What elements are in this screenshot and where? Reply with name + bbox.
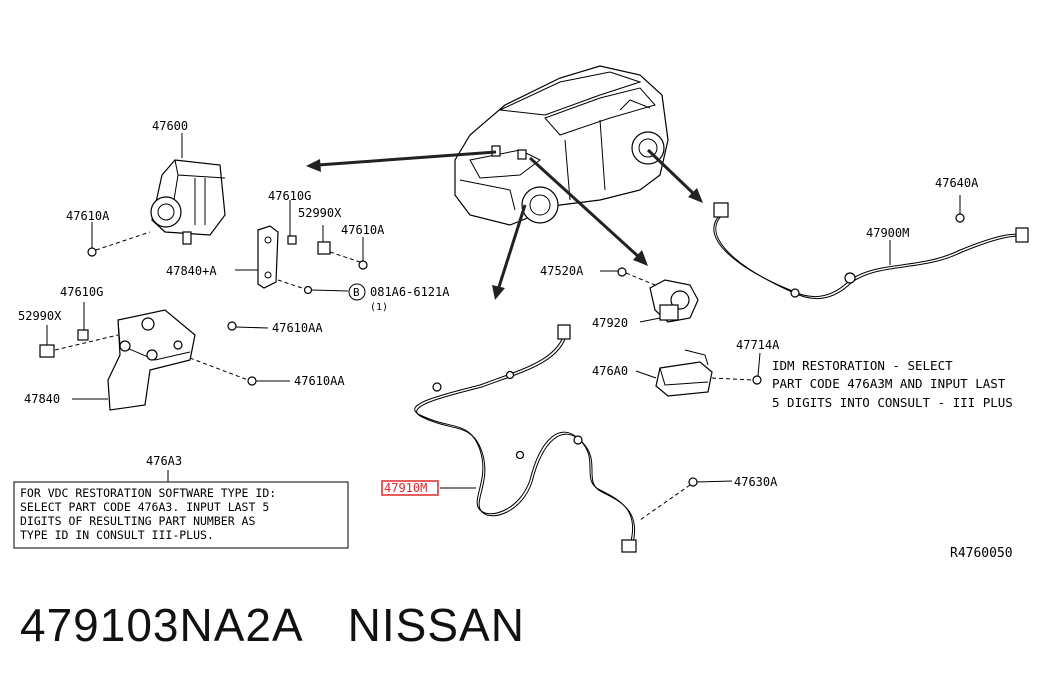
sensor-47920 <box>600 267 699 323</box>
vdc-note-line-3: DIGITS OF RESULTING PART NUMBER AS <box>20 514 255 528</box>
sensor-cable-47900m <box>713 195 1029 300</box>
label-47600: 47600 <box>152 119 188 133</box>
vdc-note-line-2: SELECT PART CODE 476A3. INPUT LAST 5 <box>20 500 269 514</box>
label-47714a: 47714A <box>736 338 780 352</box>
label-476a3: 476A3 <box>146 454 182 468</box>
pointer-arrows <box>306 148 703 300</box>
label-47640a: 47640A <box>935 176 979 190</box>
vdc-note-line-4: TYPE ID IN CONSULT III-PLUS. <box>20 528 214 542</box>
idm-note-line-2: PART CODE 476A3M AND INPUT LAST <box>772 376 1006 391</box>
vehicle-illustration <box>454 65 669 226</box>
highlight-box-47910m <box>381 480 439 496</box>
label-47840: 47840 <box>24 392 60 406</box>
bolt-circle-letter: B <box>353 286 360 299</box>
label-bolt-qty: (1) <box>370 302 388 313</box>
part-number-footer: 479103NA2A NISSAN <box>20 598 525 652</box>
label-47610a-mid: 47610A <box>341 223 385 237</box>
label-ref-code: R4760050 <box>950 546 1013 561</box>
label-47610g-left: 47610G <box>60 285 103 299</box>
label-52990x-left: 52990X <box>18 309 62 323</box>
label-47910m: 47910M <box>384 481 427 495</box>
label-47520a: 47520A <box>540 264 584 278</box>
vdc-note-line-1: FOR VDC RESTORATION SOFTWARE TYPE ID: <box>20 486 276 500</box>
label-bolt-code: 081A6-6121A <box>370 285 450 299</box>
label-476a0: 476A0 <box>592 364 628 378</box>
idm-restoration-note: IDM RESTORATION - SELECT PART CODE 476A3… <box>772 358 1013 410</box>
idm-note-line-1: IDM RESTORATION - SELECT <box>772 358 953 373</box>
label-47610aa-1: 47610AA <box>272 321 323 335</box>
label-52990x-top: 52990X <box>298 206 342 220</box>
bolt-callout: B 081A6-6121A (1) <box>348 283 450 313</box>
part-labels: 47600 47610A 47610G 52990X 47610A 47840+… <box>18 119 1013 561</box>
vdc-restoration-note: FOR VDC RESTORATION SOFTWARE TYPE ID: SE… <box>13 481 349 549</box>
part-number: 479103NA2A <box>20 599 304 651</box>
label-47610aa-2: 47610AA <box>294 374 345 388</box>
sensor-cable-47910m <box>414 324 733 553</box>
bracket-47840a <box>235 200 368 295</box>
idm-note-line-3: 5 DIGITS INTO CONSULT - III PLUS <box>772 395 1013 410</box>
label-47900m: 47900M <box>866 226 909 240</box>
label-47610g-top: 47610G <box>268 189 311 203</box>
label-47610a-left: 47610A <box>66 209 110 223</box>
brand-name: NISSAN <box>347 599 525 651</box>
module-476a0 <box>635 349 762 397</box>
label-47920: 47920 <box>592 316 628 330</box>
label-47840a: 47840+A <box>166 264 217 278</box>
label-47630a: 47630A <box>734 475 778 489</box>
abs-actuator <box>87 133 226 257</box>
bracket-47840 <box>39 302 290 411</box>
